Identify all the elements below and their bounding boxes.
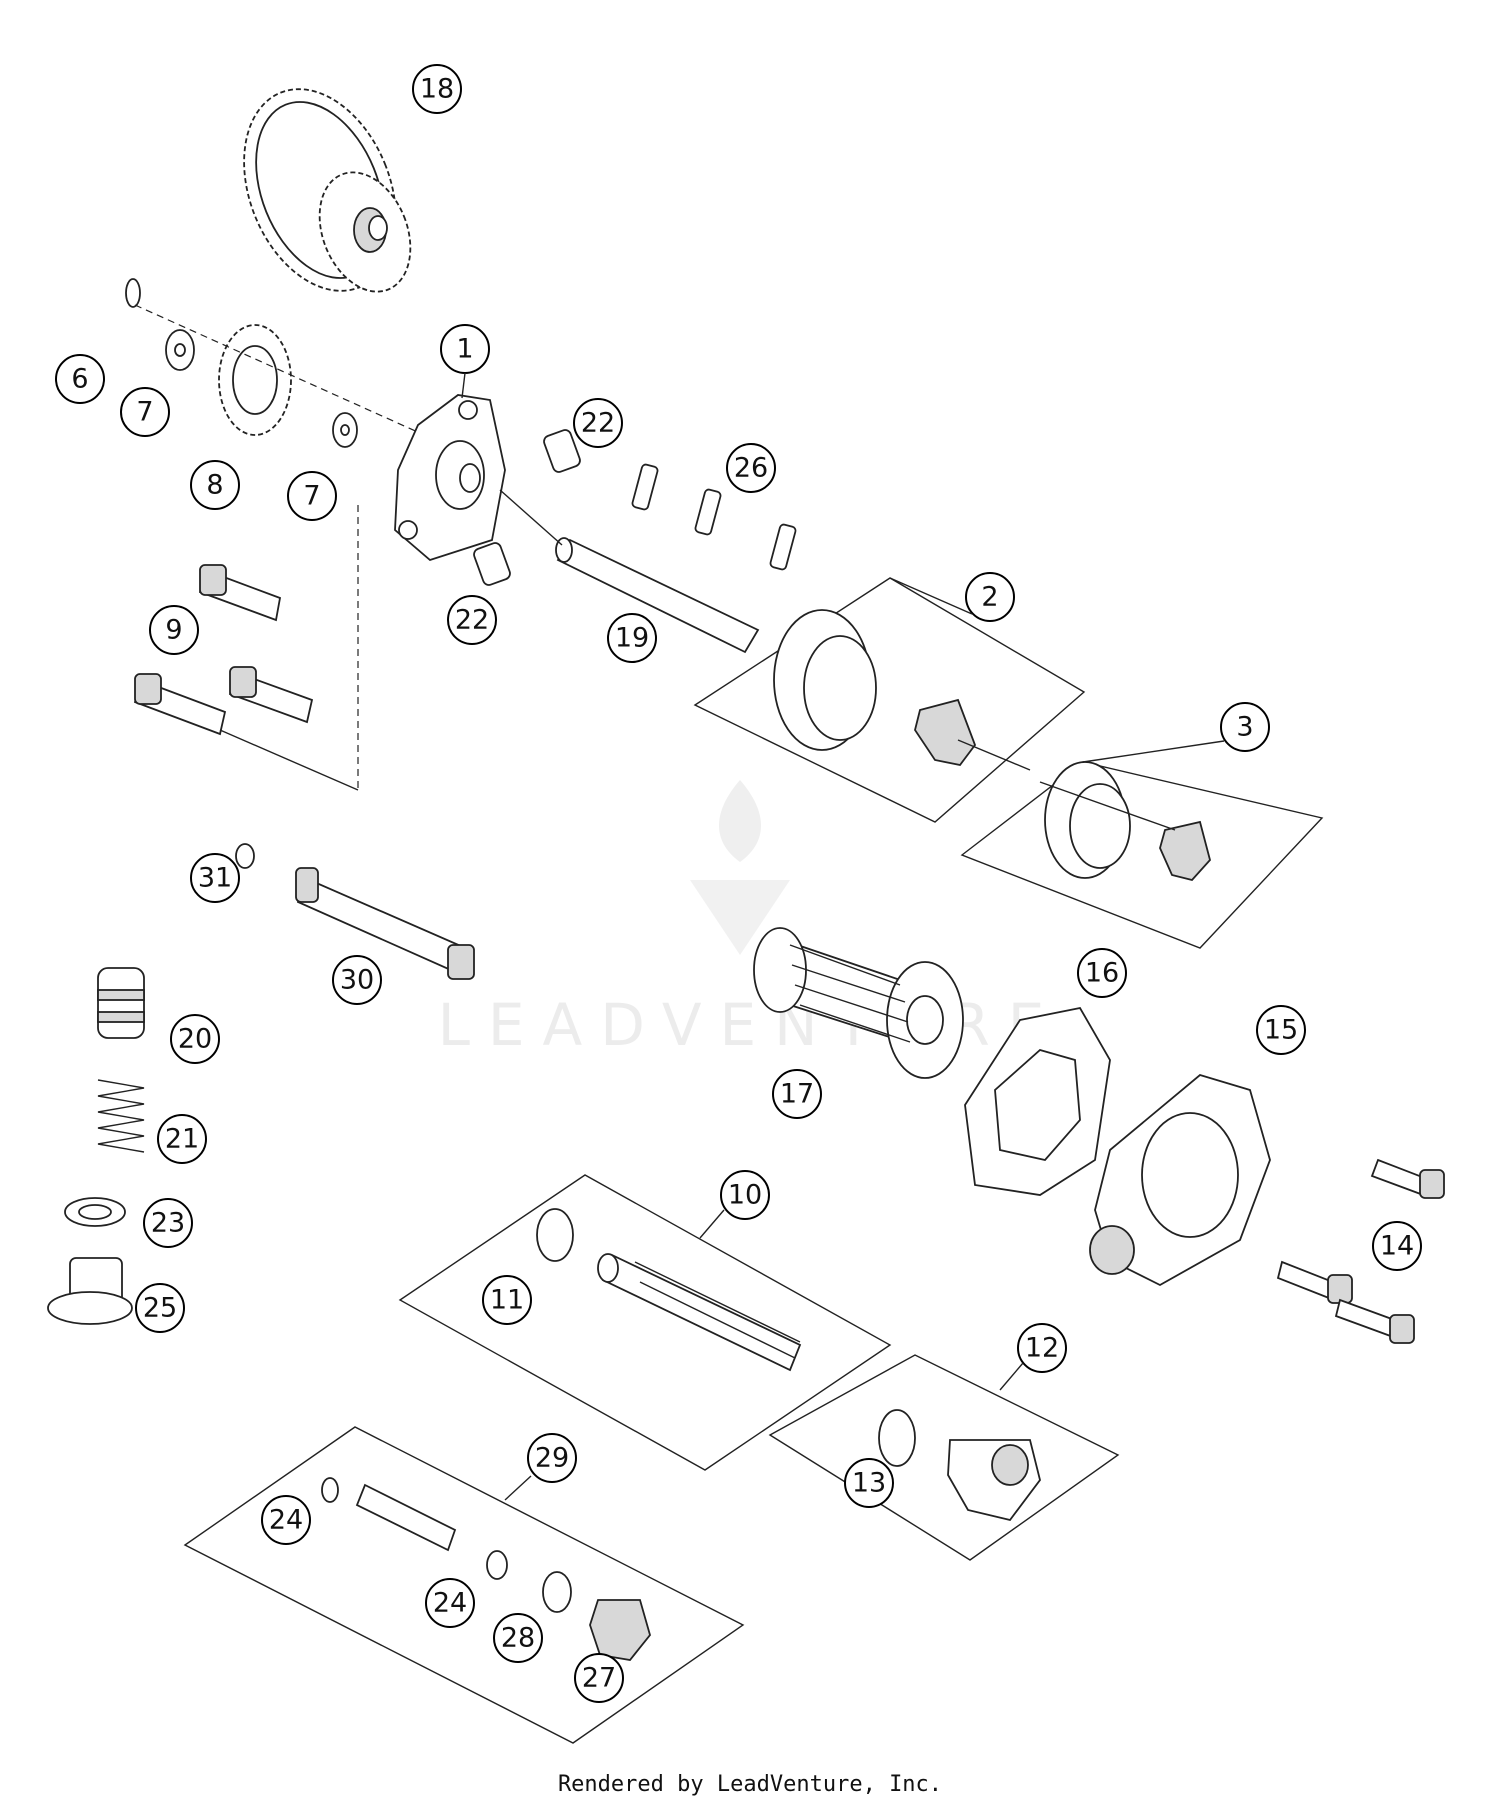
svg-text:22: 22	[455, 605, 489, 636]
callout-29[interactable]: 29	[527, 1433, 577, 1483]
svg-text:1: 1	[456, 334, 473, 365]
callout-15[interactable]: 15	[1256, 1005, 1306, 1055]
callout-10[interactable]: 10	[720, 1170, 770, 1220]
leadventure-watermark: LEADVENTURE	[438, 780, 1063, 1059]
svg-text:11: 11	[490, 1285, 524, 1316]
pressure-valve-stack	[47, 967, 145, 1325]
callout-8[interactable]: 8	[190, 460, 240, 510]
callout-11[interactable]: 11	[482, 1275, 532, 1325]
filter-screen-frame-10	[398, 1174, 892, 1471]
svg-text:17: 17	[780, 1079, 814, 1110]
svg-text:9: 9	[165, 615, 182, 646]
callout-21[interactable]: 21	[157, 1114, 207, 1164]
callout-23[interactable]: 23	[143, 1198, 193, 1248]
watermark-text: LEADVENTURE	[438, 991, 1063, 1059]
circlip-washer-gear-stack	[125, 278, 481, 461]
svg-text:29: 29	[535, 1443, 569, 1474]
filter-cover	[1089, 1073, 1271, 1287]
oil-pump-housing	[357, 394, 506, 790]
svg-text:14: 14	[1380, 1231, 1414, 1262]
callout-3[interactable]: 3	[1220, 702, 1270, 752]
housing-bolts	[133, 564, 359, 791]
svg-text:3: 3	[1236, 712, 1253, 743]
svg-text:27: 27	[582, 1663, 616, 1694]
dowel-pins	[473, 429, 581, 586]
callout-28[interactable]: 28	[493, 1613, 543, 1663]
callout-2[interactable]: 2	[965, 572, 1015, 622]
double-gear	[243, 88, 412, 293]
svg-text:28: 28	[501, 1623, 535, 1654]
render-credit: Rendered by LeadVenture, Inc.	[557, 1772, 943, 1797]
cover-gasket	[964, 1006, 1111, 1196]
svg-text:2: 2	[981, 582, 998, 613]
svg-text:25: 25	[143, 1293, 177, 1324]
rotor-set-frame-2	[693, 577, 1086, 823]
svg-text:18: 18	[420, 74, 454, 105]
leader-lines	[461, 372, 1225, 1501]
callout-24-right[interactable]: 24	[425, 1578, 475, 1628]
pump-shaft	[499, 489, 760, 654]
svg-text:8: 8	[206, 470, 223, 501]
o-ring-and-tube	[235, 843, 475, 980]
svg-text:22: 22	[581, 408, 615, 439]
screen-kit-frame-29	[183, 1426, 745, 1744]
svg-text:7: 7	[136, 397, 153, 428]
callout-26[interactable]: 26	[726, 443, 776, 493]
callout-27[interactable]: 27	[574, 1653, 624, 1703]
svg-text:12: 12	[1025, 1333, 1059, 1364]
svg-text:24: 24	[269, 1505, 303, 1536]
callout-1[interactable]: 1	[440, 324, 490, 374]
drain-plug-frame-12	[768, 1354, 1120, 1561]
callout-24-left[interactable]: 24	[261, 1495, 311, 1545]
svg-text:31: 31	[198, 863, 232, 894]
callout-13[interactable]: 13	[844, 1458, 894, 1508]
svg-text:23: 23	[151, 1208, 185, 1239]
svg-text:19: 19	[615, 623, 649, 654]
svg-text:24: 24	[433, 1588, 467, 1619]
callout-7-lower[interactable]: 7	[287, 471, 337, 521]
cover-bolts	[1276, 1158, 1445, 1344]
svg-text:10: 10	[728, 1180, 762, 1211]
svg-text:30: 30	[340, 965, 374, 996]
callout-20[interactable]: 20	[170, 1014, 220, 1064]
svg-text:20: 20	[178, 1024, 212, 1055]
svg-text:6: 6	[71, 364, 88, 395]
svg-text:13: 13	[852, 1468, 886, 1499]
needle-rollers	[631, 463, 797, 571]
callout-22-lower[interactable]: 22	[447, 595, 497, 645]
callout-9[interactable]: 9	[149, 605, 199, 655]
callout-7-upper[interactable]: 7	[120, 387, 170, 437]
oil-filter	[753, 927, 964, 1079]
callout-31[interactable]: 31	[190, 853, 240, 903]
callout-12[interactable]: 12	[1017, 1323, 1067, 1373]
svg-text:16: 16	[1085, 958, 1119, 989]
callout-17[interactable]: 17	[772, 1069, 822, 1119]
callout-18[interactable]: 18	[412, 64, 462, 114]
callout-30[interactable]: 30	[332, 955, 382, 1005]
callout-6[interactable]: 6	[55, 354, 105, 404]
callout-16[interactable]: 16	[1077, 948, 1127, 998]
svg-text:15: 15	[1264, 1015, 1298, 1046]
svg-text:21: 21	[165, 1124, 199, 1155]
callout-22-upper[interactable]: 22	[573, 398, 623, 448]
callout-19[interactable]: 19	[607, 613, 657, 663]
svg-text:26: 26	[734, 453, 768, 484]
callout-14[interactable]: 14	[1372, 1221, 1422, 1271]
callout-25[interactable]: 25	[135, 1283, 185, 1333]
svg-text:7: 7	[303, 481, 320, 512]
rotor-set-frame-3	[960, 761, 1324, 949]
